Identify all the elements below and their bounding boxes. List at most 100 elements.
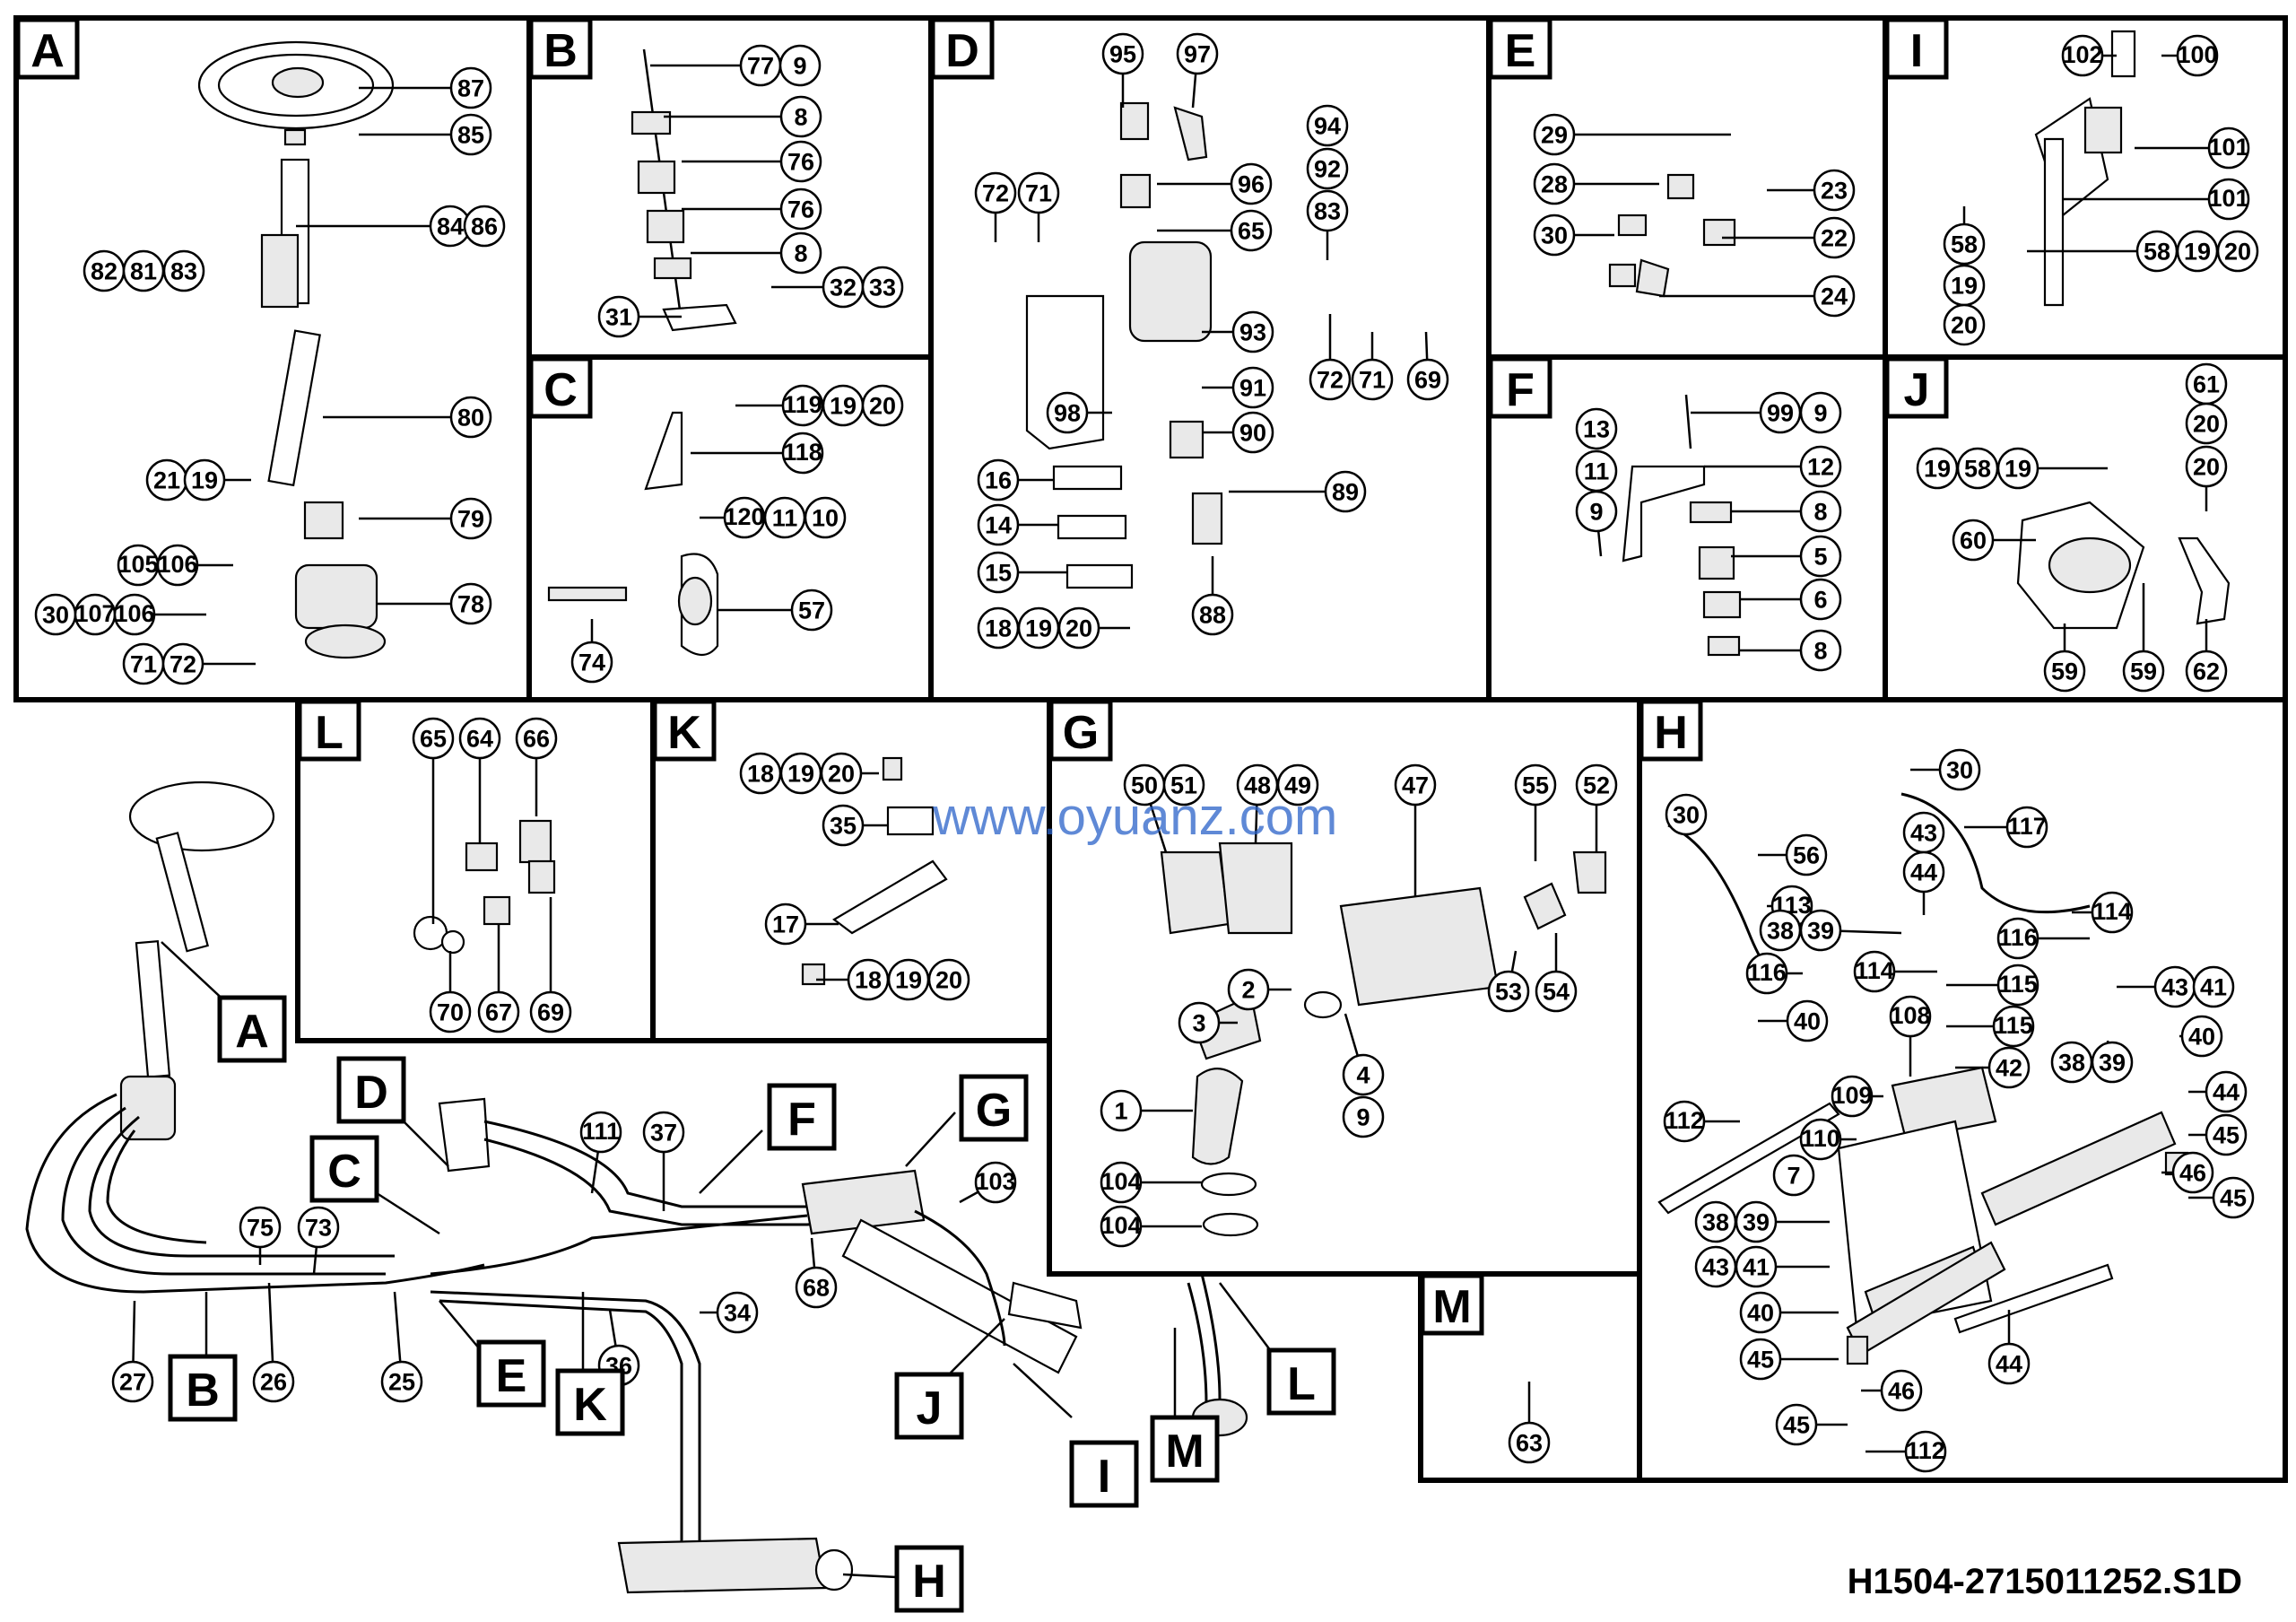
callout-circle: [1306, 189, 1349, 232]
callout-number: 47: [1402, 772, 1429, 799]
callout-circle: [1230, 209, 1273, 252]
callout-J-19: 19: [1996, 447, 2039, 490]
steering-unit: [294, 563, 378, 630]
overview-letter-A: A: [217, 995, 287, 1063]
callout-number: 43: [1910, 820, 1937, 847]
callout-number: 69: [537, 999, 564, 1026]
callout-A-87: 87: [359, 66, 492, 109]
callout-circle: [1230, 162, 1273, 205]
callout-number: 8: [794, 240, 807, 267]
panel-D-frame: [928, 15, 1492, 702]
callout-number: 101: [2208, 185, 2248, 212]
callout-circle: [2061, 34, 2104, 77]
callout-circle: [1100, 1161, 1143, 1204]
callout-number: 19: [895, 967, 922, 994]
overview-letter-text: I: [1098, 1451, 1110, 1503]
callout-number: 34: [724, 1300, 751, 1327]
callout-circle: [1351, 358, 1394, 401]
callout-circle: [463, 205, 506, 248]
callout-number: 28: [1541, 171, 1568, 198]
callout-B-8: 8: [664, 95, 822, 138]
callout-number: 41: [1743, 1254, 1770, 1281]
callout-D-98: 98: [1046, 391, 1112, 434]
callout-H-39: 39: [1735, 1200, 1778, 1243]
callout-circle: [1306, 104, 1349, 147]
callout-H-115: 115: [1946, 1005, 2035, 1048]
flange-plate: [1160, 850, 1231, 935]
callout-circle: [1987, 1046, 2031, 1089]
callout-number: 39: [1743, 1209, 1770, 1236]
panel-F-letter: F: [1488, 356, 1552, 419]
callout-number: 43: [2161, 974, 2188, 1001]
callout-G-4: 4: [1342, 1013, 1385, 1096]
callout-number: 14: [985, 512, 1012, 539]
overview-callout-27: 27: [111, 1300, 154, 1403]
callout-H-38: 38: [2050, 1041, 2093, 1084]
callout-number: 76: [787, 196, 814, 223]
callout-number: 115: [1998, 971, 2038, 998]
callout-circle: [1575, 490, 1618, 533]
callout-C-74: 74: [570, 619, 613, 684]
callout-G-51: 51: [1162, 763, 1205, 807]
callout-G-53: 53: [1487, 950, 1530, 1013]
callout-circle: [2212, 1176, 2255, 1219]
callout-H-110: 110: [1799, 1118, 1857, 1161]
callout-number: 59: [2051, 658, 2078, 685]
panel-C-letter: C: [528, 356, 593, 419]
callout-circle: [1406, 358, 1449, 401]
overview-letter-text: J: [917, 1382, 943, 1435]
callout-H-7: 7: [1772, 1154, 1815, 1197]
callout-circle: [861, 266, 904, 309]
overview-callout-111: 111: [579, 1111, 622, 1194]
callout-circle: [820, 752, 863, 795]
panel-letter-text: B: [544, 25, 578, 77]
callout-number: 30: [1541, 222, 1568, 249]
callout-number: 50: [1131, 772, 1158, 799]
callout-number: 12: [1807, 454, 1834, 481]
callout-L-67: 67: [477, 924, 520, 1033]
callout-number: 15: [985, 560, 1012, 587]
callout-I-102: 102: [2061, 34, 2117, 77]
panel-A-frame: [13, 15, 532, 702]
callout-number: 73: [305, 1215, 332, 1242]
callout-number: 112: [1906, 1437, 1945, 1464]
callout-G-9: 9: [1342, 1095, 1385, 1138]
overview-letter-text: F: [787, 1094, 816, 1146]
callout-E-22: 22: [1722, 216, 1856, 259]
panel-letter-text: F: [1506, 364, 1535, 416]
callout-H-109: 109: [1831, 1075, 1883, 1118]
callout-I-19: 19: [2176, 230, 2219, 273]
callout-number: 105: [117, 551, 158, 578]
panel-K-letter: K: [652, 699, 717, 762]
overview-letter-I: I: [1069, 1440, 1139, 1508]
callout-number: 83: [1314, 198, 1341, 225]
callout-number: 56: [1793, 842, 1820, 869]
callout-number: 118: [783, 439, 822, 466]
callout-circle: [1533, 162, 1576, 205]
callout-circle: [822, 804, 865, 847]
callout-F-5: 5: [1731, 535, 1842, 578]
callout-number: 46: [2179, 1160, 2206, 1187]
callout-E-28: 28: [1533, 162, 1659, 205]
callout-circle: [1853, 950, 1896, 993]
callout-J-59: 59: [2122, 583, 2165, 693]
callout-H-44: 44: [2188, 1070, 2248, 1113]
callout-number: 42: [1996, 1055, 2022, 1082]
overview-letter-text: K: [573, 1379, 607, 1431]
callout-circle: [1996, 917, 2039, 960]
callout-circle: [1394, 763, 1437, 807]
callout-number: 3: [1192, 1010, 1205, 1037]
callout-H-56: 56: [1758, 833, 1828, 876]
callout-J-20: 20: [2185, 445, 2228, 511]
callout-J-20: 20: [2185, 402, 2228, 445]
callout-number: 29: [1541, 122, 1568, 149]
callout-H-44: 44: [1987, 1310, 2031, 1385]
callout-circle: [1992, 1005, 2035, 1048]
callout-circle: [1996, 447, 2039, 490]
callout-H-112: 112: [1663, 1100, 1740, 1143]
callout-B-8: 8: [691, 231, 822, 275]
callout-C-11: 11: [763, 496, 806, 539]
panel-letter-text: E: [1505, 25, 1536, 77]
callout-H-30: 30: [1910, 748, 1981, 791]
callout-number: 1: [1114, 1098, 1127, 1125]
